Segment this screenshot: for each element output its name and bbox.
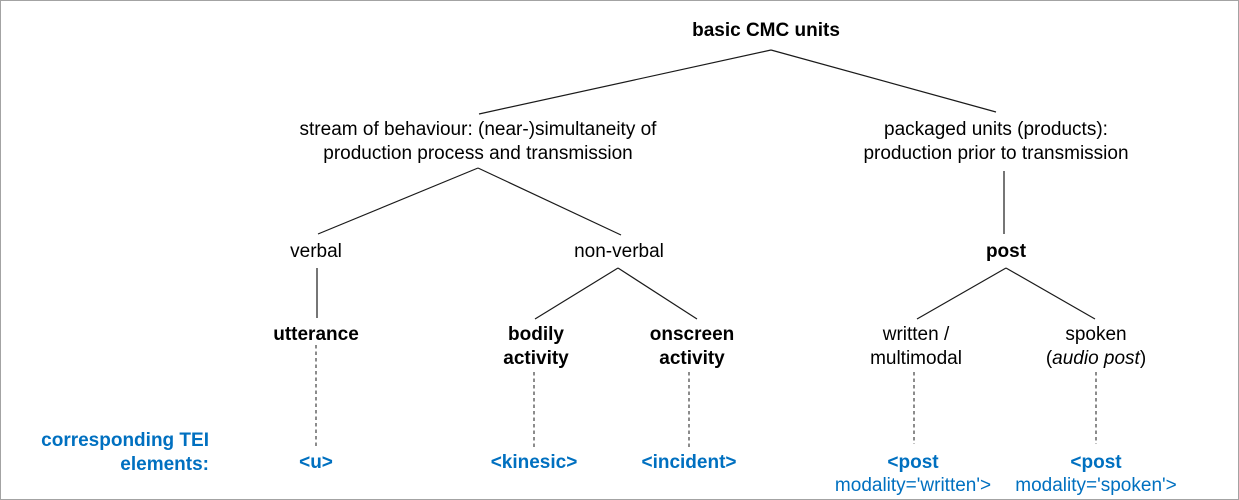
node-bodily-activity: bodily activity <box>503 323 568 371</box>
node-packaged-line1: packaged units (products): <box>884 119 1108 140</box>
node-utterance: utterance <box>273 324 359 345</box>
tei-elements-caption: corresponding TEI elements: <box>41 429 209 477</box>
node-nonverbal: non-verbal <box>574 241 664 262</box>
tei-element-post-spoken: <post modality='spoken'> <box>1015 451 1176 497</box>
tei-post-spoken-line2: modality='spoken'> <box>1015 475 1177 496</box>
tei-caption-line1: corresponding TEI <box>41 430 209 451</box>
node-spoken-line2: (audio post) <box>1046 347 1146 371</box>
node-basic-cmc-units: basic CMC units <box>692 20 840 41</box>
connector-stream-verbal <box>317 167 479 235</box>
tei-element-post-written: <post modality='written'> <box>835 451 991 497</box>
tei-element-incident: <incident> <box>641 452 737 473</box>
node-written-line2: multimodal <box>870 348 962 369</box>
node-bodily-line1: bodily <box>508 324 564 345</box>
node-stream-line1: stream of behaviour: (near-)simultaneity… <box>299 119 657 140</box>
tei-caption-line2: elements: <box>120 454 209 475</box>
connector-stream-nonverbal <box>477 167 622 236</box>
connector-post-spoken <box>1005 267 1096 320</box>
spoken-italic-text: audio post <box>1052 348 1140 369</box>
node-verbal: verbal <box>290 241 342 262</box>
connector-post-written <box>916 267 1007 320</box>
node-onscreen-line1: onscreen <box>649 324 735 345</box>
node-onscreen-activity: onscreen activity <box>650 323 734 371</box>
node-post: post <box>985 241 1027 262</box>
connector-root-packaged <box>770 49 997 113</box>
spoken-paren-close: ) <box>1139 348 1147 369</box>
node-packaged-line2: production prior to transmission <box>863 143 1129 164</box>
node-spoken-line1: spoken <box>1065 324 1127 345</box>
tei-element-u: <u> <box>299 452 333 473</box>
tei-post-spoken-line1: <post <box>1070 452 1122 473</box>
node-onscreen-line2: activity <box>659 348 725 369</box>
spoken-paren-open: ( <box>1045 348 1053 369</box>
tei-post-written-line2: modality='written'> <box>834 475 992 496</box>
node-stream-of-behaviour: stream of behaviour: (near-)simultaneity… <box>300 118 657 166</box>
node-written-multimodal: written / multimodal <box>870 323 962 371</box>
node-written-line1: written / <box>882 324 950 345</box>
tei-element-kinesic: <kinesic> <box>490 452 578 473</box>
node-bodily-line2: activity <box>503 348 569 369</box>
node-packaged-units: packaged units (products): production pr… <box>863 118 1128 166</box>
connector-root-stream <box>478 49 772 115</box>
connector-nonverbal-bodily <box>534 267 619 320</box>
connector-nonverbal-onscreen <box>617 267 698 320</box>
node-stream-line2: production process and transmission <box>323 143 633 164</box>
node-spoken-audio-post: spoken (audio post) <box>1046 323 1146 371</box>
tei-post-written-line1: <post <box>887 452 939 473</box>
